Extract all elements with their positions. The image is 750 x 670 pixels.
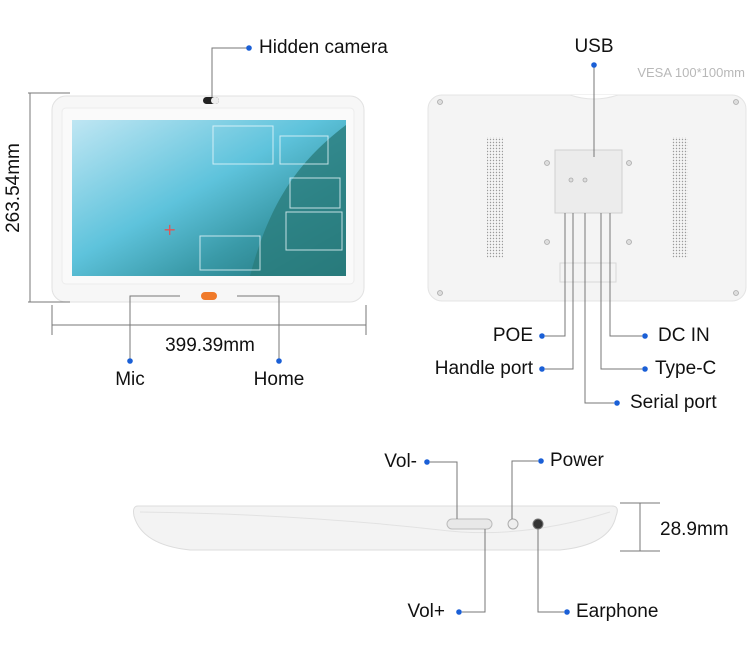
volume-rocker bbox=[446, 518, 493, 530]
home-dot bbox=[276, 358, 282, 364]
serial-port-label: Serial port bbox=[630, 392, 717, 413]
usb-label: USB bbox=[574, 36, 614, 57]
serial-dot bbox=[614, 400, 620, 406]
svg-text:+: + bbox=[163, 220, 176, 239]
typec-label: Type-C bbox=[655, 358, 717, 379]
mic-dot bbox=[127, 358, 133, 364]
vol-minus-label: Vol- bbox=[384, 451, 417, 472]
earphone-jack bbox=[532, 518, 544, 530]
power-label: Power bbox=[550, 450, 604, 471]
front-device: + bbox=[51, 95, 365, 303]
power-dot bbox=[538, 458, 544, 464]
poe-dot bbox=[539, 333, 545, 339]
width-dimension: 399.39mm bbox=[165, 335, 255, 356]
vol-plus-label: Vol+ bbox=[407, 601, 445, 622]
poe-label: POE bbox=[492, 325, 533, 346]
earphone-label: Earphone bbox=[576, 601, 659, 622]
vesa-note: VESA 100*100mm bbox=[637, 65, 745, 80]
front-callout-lines bbox=[28, 47, 367, 359]
back-callout-lines bbox=[545, 67, 642, 404]
height-dimension: 263.54mm bbox=[3, 143, 24, 233]
power-button bbox=[507, 518, 519, 530]
vol-minus-dot bbox=[424, 459, 430, 465]
vesa-bracket bbox=[554, 149, 623, 214]
side-device bbox=[133, 505, 618, 551]
mic-label: Mic bbox=[115, 369, 145, 390]
earphone-dot bbox=[564, 609, 570, 615]
home-label: Home bbox=[253, 369, 305, 390]
camera-dot bbox=[246, 45, 252, 51]
dcin-dot bbox=[642, 333, 648, 339]
handle-dot bbox=[539, 366, 545, 372]
handle-port-label: Handle port bbox=[434, 358, 533, 379]
vol-plus-dot bbox=[456, 609, 462, 615]
side-callout-lines bbox=[430, 460, 660, 613]
back-device bbox=[427, 94, 747, 302]
camera-label: Hidden camera bbox=[259, 37, 388, 58]
usb-dot bbox=[591, 62, 597, 68]
typec-dot bbox=[642, 366, 648, 372]
dcin-label: DC IN bbox=[658, 325, 710, 346]
thickness-dimension: 28.9mm bbox=[660, 519, 729, 540]
home-button bbox=[201, 292, 217, 300]
